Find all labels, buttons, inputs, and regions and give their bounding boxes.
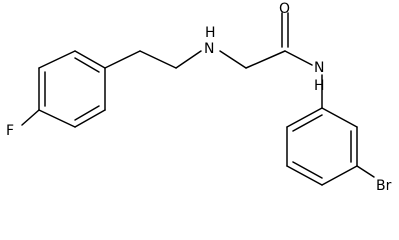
amine-h-label: H	[205, 25, 216, 41]
fluorophenyl-ring	[38, 50, 106, 128]
bond	[38, 109, 76, 128]
molecule-diagram: F H N O N H Br	[6, 1, 392, 194]
bond	[38, 50, 76, 69]
amide-h-label: H	[314, 78, 325, 94]
bond	[74, 50, 106, 69]
amine-n-label: N	[204, 41, 214, 57]
bond	[21, 109, 40, 126]
bond	[245, 50, 286, 69]
amide-n-label: N	[314, 60, 324, 76]
bond	[321, 165, 358, 186]
bond	[74, 105, 100, 121]
bond	[321, 107, 358, 128]
bond	[219, 50, 247, 69]
bond	[175, 50, 202, 69]
fluorine-label: F	[6, 123, 14, 139]
bond	[286, 107, 323, 128]
bond	[292, 161, 323, 179]
carbonyl-o-label: O	[279, 1, 290, 17]
bond	[286, 165, 323, 186]
bromophenyl-ring	[286, 107, 358, 186]
bond	[284, 50, 313, 66]
bond	[139, 50, 177, 69]
bond	[356, 165, 375, 178]
bond	[74, 57, 100, 73]
bond	[292, 114, 323, 132]
bond	[104, 50, 141, 69]
bond	[74, 109, 106, 128]
bromine-label: Br	[376, 178, 392, 194]
